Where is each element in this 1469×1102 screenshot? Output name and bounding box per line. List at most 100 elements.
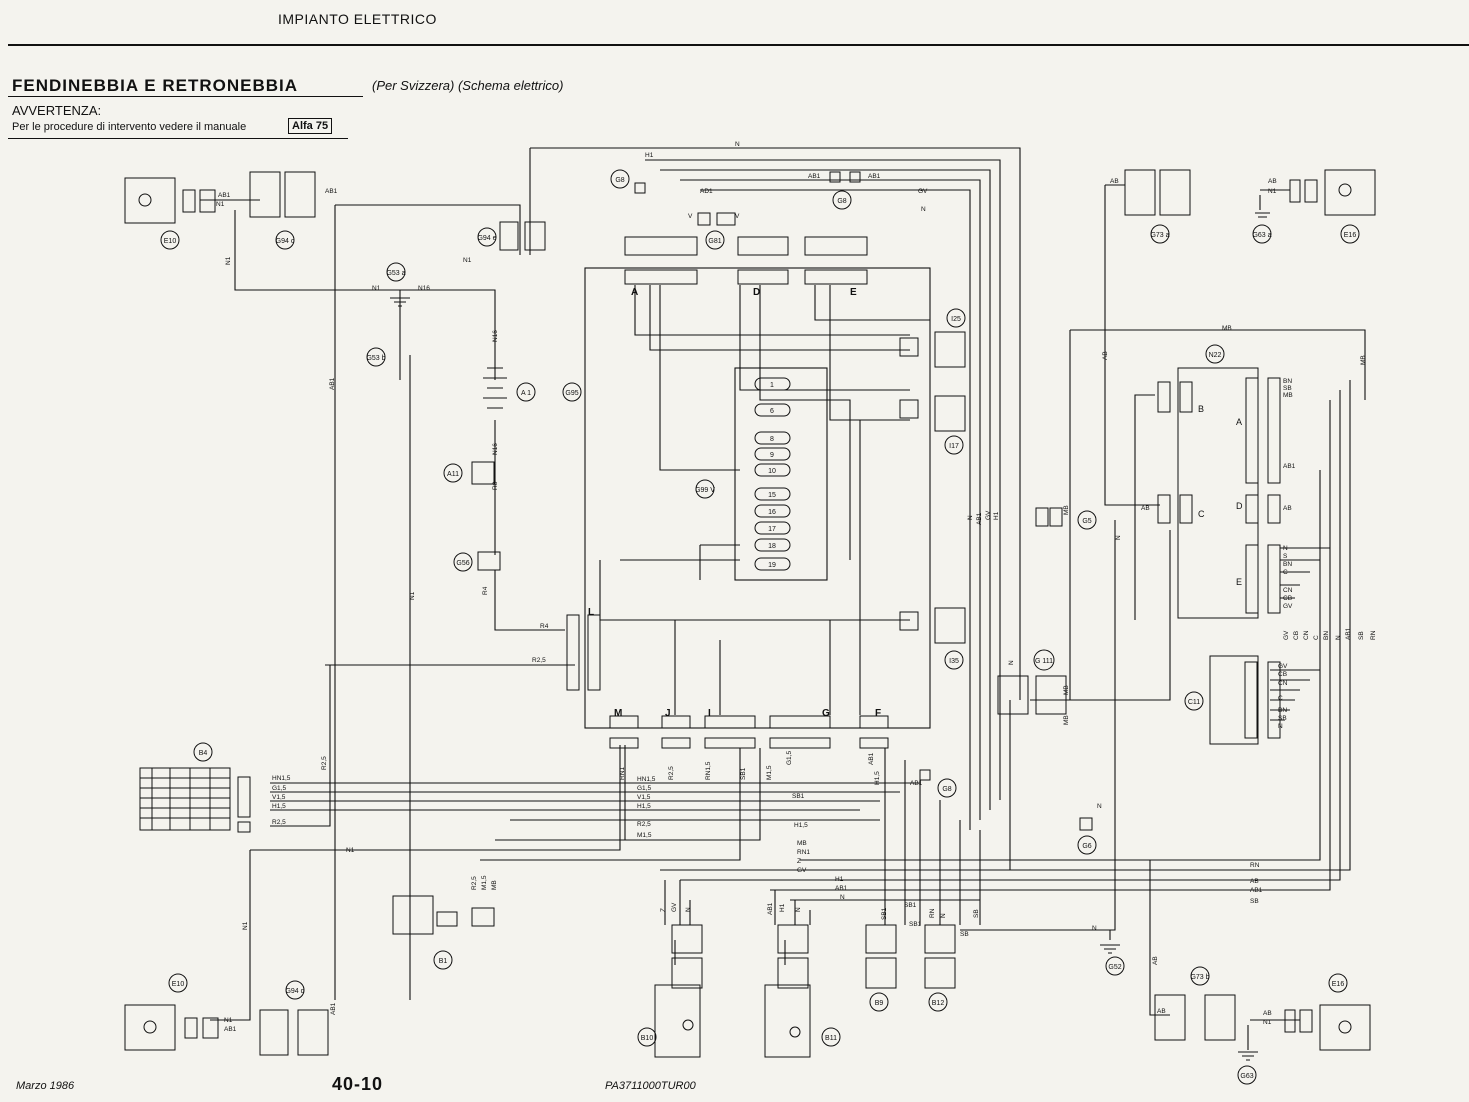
header-rule [8,44,1469,46]
wire-label-h15-vertical: H1,5 [874,771,881,785]
label-i17: I17 [949,443,959,450]
wire-label-n-top-right: N [921,206,926,213]
wire-label-n1-e10-bottom: N1 [224,1017,233,1024]
wire-label-h15-bus: H1,5 [637,803,651,810]
wire-label-n-vertical-g111: N [1008,660,1015,665]
wire-label-ab-vertical-lower: AB [1152,956,1159,965]
wire-label-n1-vertical-lower: N1 [242,921,249,930]
wire-label-n-b12: N [940,913,947,918]
connector-letter-i: I [708,708,711,719]
wire-label-h1-b11: H1 [779,903,786,912]
wire-label-mb-right: MB [1222,325,1232,332]
fuse-15: 15 [768,492,776,499]
wire-label-n16: N16 [418,285,430,292]
label-e10-top: E10 [164,238,177,245]
fuse-16: 16 [768,509,776,516]
wire-label-ab1-g8c: AB1 [910,780,923,787]
wire-label-g15-vertical: G1,5 [786,751,793,765]
wire-label-r25-vertical: R2,5 [321,756,328,770]
wire-label-z: Z [797,858,801,865]
wire-label-n-vertical: N [967,515,974,520]
warning-text: Per le procedure di intervento vedere il… [12,121,247,133]
wire-label-sb1: SB1 [792,793,805,800]
wire-label-gv: GV [797,867,807,874]
label-g99: G99 V [695,487,715,494]
wire-n-top [530,147,1021,700]
label-g94c: G94 c [276,238,295,245]
wire-label-rn-b12: RN [929,908,936,918]
switch-table-b4 [139,767,231,831]
wire-label-ab-c: AB [1141,505,1150,512]
label-b4: B4 [199,750,208,757]
wire-label-ab1-n22: AB1 [1283,463,1296,470]
wire-label-c-c11: C [1278,695,1283,702]
wire-label-sb: SB [1283,385,1292,392]
wire-label-sb-vertical-c11: SB [1358,631,1365,640]
wire-label-rn15-vertical: RN1,5 [705,761,712,780]
wire-label-n-c11: N [1278,723,1283,730]
wire-label-sb1-relay: SB1 [909,921,922,928]
wire-label-v15-bus: V1,5 [637,794,651,801]
label-e10-bottom: E10 [172,981,185,988]
wire-label-ab1-lower: AB1 [835,885,848,892]
wire-label-rn1: RN1 [797,849,810,856]
wire-label-n-e: N [1283,545,1288,552]
title-rule [8,96,363,97]
wire-label-ab-g63: AB [1263,1010,1272,1017]
wire-label-ab1-vertical-f: AB1 [868,752,875,765]
label-g111: G 111 [1035,658,1053,665]
label-layer: E10 G94 c G94 e G53 a G53 b G8 G8 G81 G9… [160,141,1377,1085]
wire-label-mb-vertical-g5: MB [1063,505,1070,515]
wire-label-hn15: HN1,5 [272,775,291,782]
fuse-18: 18 [768,543,776,550]
wire-label-ab-vertical: AB [1102,351,1109,360]
wire-label-v15: V1,5 [272,794,286,801]
wire-label-ab1-b11: AB1 [767,902,774,915]
label-g73a: G73 a [1150,232,1169,239]
connector-letter-j: J [665,708,671,719]
wire-label-cn-e: CN [1283,587,1293,594]
fuse-9: 9 [770,452,774,459]
wire-label-bn-c11: BN [1278,707,1287,714]
wire-label-n-lower: N [840,894,845,901]
wire-label-ab-lower: AB [1250,878,1259,885]
wire-label-r4-vertical: R4 [482,586,489,595]
n22-letter-a: A [1236,417,1242,427]
wire-label-mb-vertical-right: MB [1360,355,1367,365]
wire-label-ab1-g8: AB1 [808,173,821,180]
wire-label-bn: BN [1283,378,1292,385]
label-g52: G52 [1108,964,1121,971]
wire-label-h1-vertical: H1 [993,511,1000,520]
connector-letter-m: M [614,708,622,719]
label-b11: B11 [825,1035,837,1042]
wire-label-n1-vertical: N1 [225,256,232,265]
wire-label-cn-vertical-c11: CN [1303,630,1310,640]
wire-label-n-top: N [735,141,740,148]
connector-letter-g: G [822,708,830,719]
wire-label-bn-vertical-c11: BN [1323,631,1330,640]
label-b10: B10 [641,1035,654,1042]
wire-label-ab-g63a: AB [1268,178,1277,185]
wire-label-cb-e: CB [1283,595,1292,602]
wire-label-sb1-b9: SB1 [881,907,888,920]
wire-label-n-vertical-c11: N [1335,635,1342,640]
manual-badge: Alfa 75 [288,118,333,134]
wire-label-gv-vertical: GV [985,510,992,520]
section-title: IMPIANTO ELETTRICO [278,11,437,27]
wire-label-v-g81: V [688,213,693,220]
wire-label-cb-vertical-c11: CB [1293,631,1300,640]
connector-letter-l: L [588,607,594,618]
wire-label-ab1-vertical-right: AB1 [976,512,983,525]
n22-letter-b: B [1198,404,1204,414]
wire-label-ab-g73a: AB [1110,178,1119,185]
wire-label-sb1-vertical: SB1 [740,767,747,780]
warning-label: AVVERTENZA: [12,103,102,118]
lamp-e10-bottom [124,1004,176,1051]
label-g56: G56 [456,560,469,567]
label-n22: N22 [1209,352,1222,359]
label-g53b: G53 b [366,355,385,362]
wire-label-m15-vertical: M1,5 [766,765,773,780]
wire-label-n-b10: N [685,907,692,912]
component-layer [124,169,1376,1061]
